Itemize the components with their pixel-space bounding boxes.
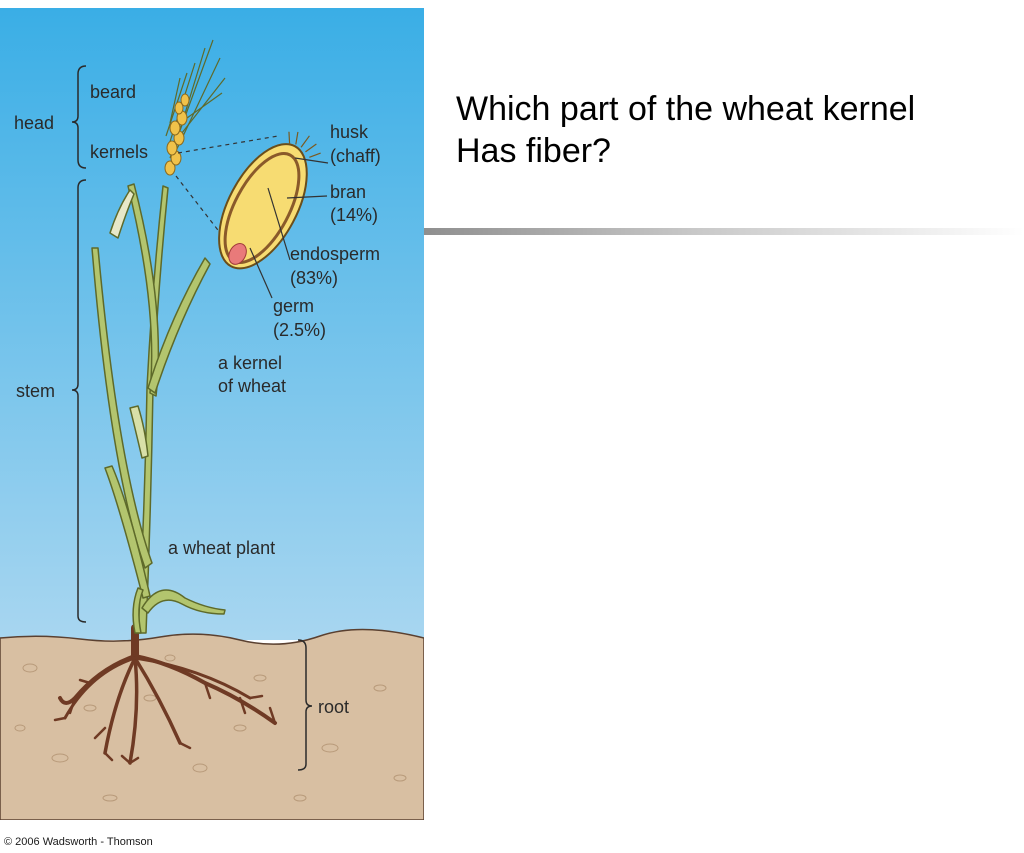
title-line-2: Has fiber? — [456, 132, 611, 170]
soil-texture — [14, 654, 407, 802]
wheat-stem — [91, 183, 226, 634]
label-husk: husk — [330, 122, 369, 142]
brace-lines — [71, 65, 313, 771]
stem-brace — [71, 179, 87, 623]
soil — [0, 628, 424, 820]
label-beard: beard — [90, 82, 136, 102]
label-bran-pct: (14%) — [330, 205, 378, 225]
kernel-germ — [228, 242, 247, 265]
callout-lines — [175, 135, 279, 244]
head-brace — [71, 65, 87, 169]
label-head: head — [14, 113, 54, 133]
label-root: root — [318, 697, 349, 717]
label-kernel-caption-1: a kernel — [218, 353, 282, 373]
title-line-1: Which part of the wheat kernel — [456, 90, 916, 128]
slide-title: Which part of the wheat kernel Has fiber… — [456, 88, 1016, 172]
label-kernels: kernels — [90, 142, 148, 162]
sky-background — [0, 8, 424, 640]
pointer-lines — [249, 157, 329, 299]
label-kernel-caption-2: of wheat — [218, 376, 286, 396]
wheat-kernel — [218, 131, 321, 270]
label-plant: a wheat plant — [168, 538, 275, 558]
label-chaff: (chaff) — [330, 146, 381, 166]
wheat-diagram: head beard kernels stem root husk (chaff… — [0, 8, 424, 820]
wheat-head — [164, 39, 226, 176]
label-stem: stem — [16, 381, 55, 401]
label-germ-pct: (2.5%) — [273, 320, 326, 340]
label-endosperm-pct: (83%) — [290, 268, 338, 288]
label-bran: bran — [330, 182, 366, 202]
label-germ: germ — [273, 296, 314, 316]
title-divider — [424, 228, 1024, 235]
copyright-notice: © 2006 Wadsworth - Thomson — [4, 836, 153, 848]
kernel-husk — [218, 143, 308, 270]
label-endosperm: endosperm — [290, 244, 380, 264]
root-brace — [297, 639, 313, 771]
